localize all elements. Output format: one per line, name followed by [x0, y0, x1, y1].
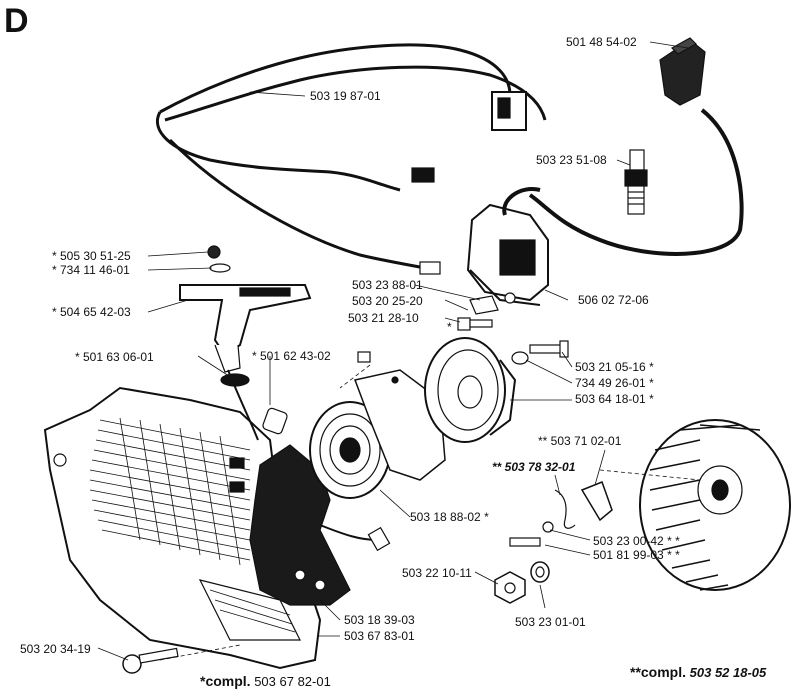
part-label-flywheel-washer: 503 23 01-01: [515, 615, 586, 629]
small-screw: [357, 351, 371, 363]
spark-plug: [624, 149, 648, 215]
part-label-505-30-51-25: * 505 30 51-25: [52, 249, 131, 263]
compl-flywheel-number: 503 52 18-05: [689, 665, 767, 680]
part-label-starter-pulley: 503 64 18-01 *: [575, 392, 654, 406]
sleeve: [262, 407, 288, 435]
pawl-spring: [554, 489, 576, 529]
dashed-guides: [159, 364, 701, 661]
part-label-734-11-46-01: * 734 11 46-01: [52, 263, 130, 277]
part-label-starter-pawl: ** 503 71 02-01: [538, 434, 622, 448]
part-label-503-21-28-10: 503 21 28-10: [348, 311, 419, 325]
spring-plate: [353, 369, 446, 481]
part-label-503-20-25-20: 503 20 25-20: [352, 294, 423, 308]
pulley-washer: [511, 351, 529, 365]
spring-cassette: [309, 401, 391, 499]
pawl-screw: [509, 537, 541, 547]
part-label-sleeve: * 501 62 43-02: [252, 349, 331, 363]
ht-lead: [528, 108, 744, 256]
handle-rope: [227, 369, 259, 441]
rope-end: [367, 526, 391, 552]
washer-module: [469, 295, 499, 315]
part-label-rope-guide: * 501 63 06-01: [75, 350, 154, 364]
part-label-pulley-washer: 734 49 26-01 *: [575, 376, 654, 390]
starter-housing: [43, 386, 322, 670]
rope-guide: [220, 373, 250, 387]
part-label-housing-screw: 503 20 34-19: [20, 642, 91, 656]
part-label-starter-housing: 503 67 83-01: [344, 629, 415, 643]
pawl-washer: [542, 521, 554, 533]
stop-switch: [491, 91, 527, 131]
screw-module: [457, 317, 493, 331]
starter-handle: [179, 284, 312, 373]
part-label-star: *: [447, 320, 452, 334]
section-letter: D: [4, 2, 29, 40]
part-label-pawl-spring: ** 503 78 32-01: [492, 460, 576, 474]
part-label-spark-plug-cap: 501 48 54-02: [566, 35, 637, 49]
compl-flywheel-prefix: **compl.: [630, 664, 687, 680]
part-label-starter-cover-plate: 503 18 39-03: [344, 613, 415, 627]
starter-pawl: [580, 481, 613, 522]
leader-lines: [97, 41, 689, 661]
flywheel-nut: [494, 571, 526, 604]
part-label-flywheel-nut: 503 22 10-11: [402, 566, 472, 580]
part-label-pawl-washer: 501 81 99-03 * *: [593, 548, 680, 562]
starter-pulley: [424, 337, 517, 443]
flywheel: [639, 419, 791, 591]
connector-b: [419, 261, 441, 275]
part-label-ignition-module: 506 02 72-06: [578, 293, 649, 307]
compl-starter-prefix: *compl.: [200, 673, 251, 689]
part-label-starter-handle: * 504 65 42-03: [52, 305, 131, 319]
starter-rope: [319, 524, 379, 541]
spark-plug-cap: [659, 37, 706, 106]
part-label-spark-plug: 503 23 51-08: [536, 153, 607, 167]
part-label-spring-cassette: 503 18 88-02 *: [410, 510, 489, 524]
handle-insert: [207, 245, 231, 273]
part-label-pawl-screw: 503 23 00-42 * *: [593, 534, 680, 548]
housing-screw: [122, 647, 179, 674]
wiring-harness: [156, 43, 547, 270]
connector-a: [411, 167, 435, 183]
compl-flywheel-assembly: **compl. 503 52 18-05: [630, 664, 766, 680]
compl-starter-assembly: *compl. 503 67 82-01: [200, 673, 331, 689]
flywheel-washer: [530, 561, 550, 583]
part-label-pulley-screw: 503 21 05-16 *: [575, 360, 654, 374]
compl-starter-number: 503 67 82-01: [254, 674, 331, 689]
part-label-wiring-harness: 503 19 87-01: [310, 89, 381, 103]
part-label-503-23-88-01: 503 23 88-01: [352, 278, 423, 292]
pulley-screw: [529, 340, 569, 358]
ignition-module: [466, 187, 549, 306]
